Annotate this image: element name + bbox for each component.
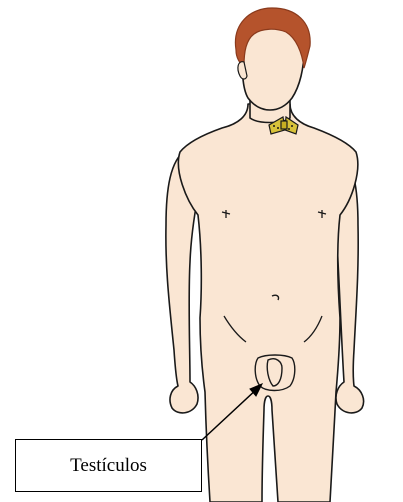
- torso: [178, 104, 357, 502]
- testicles-label: Testículos: [70, 455, 147, 477]
- label-box: Testículos: [15, 439, 202, 492]
